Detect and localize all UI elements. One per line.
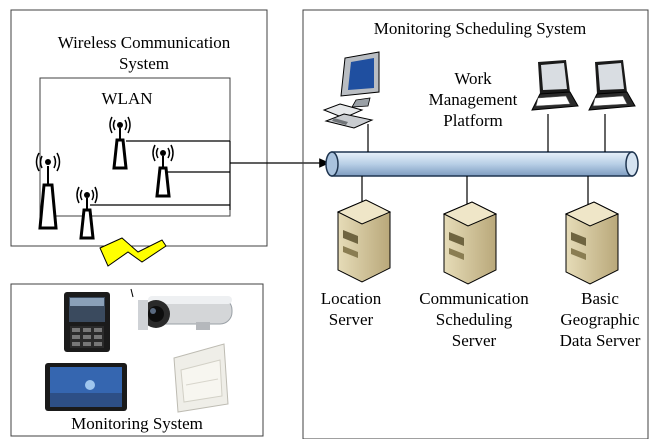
wireless-lightning-icon — [99, 237, 167, 267]
server-icon — [564, 201, 620, 285]
wireless-title-line2: System — [118, 54, 170, 73]
server-label-line: Server — [451, 331, 497, 350]
wireless-title-line1: Wireless Communication — [57, 33, 231, 52]
communication-scheduling-server-label: Communication Scheduling Server — [419, 288, 529, 351]
scheduling-system-title: Monitoring Scheduling System — [373, 19, 587, 38]
monitoring-system-title: Monitoring System — [71, 414, 203, 433]
laptop-icon — [588, 60, 636, 111]
server-label-line: Data Server — [559, 331, 641, 350]
camera-icon — [138, 296, 233, 330]
work-management-platform-label: Work Management Platform — [428, 68, 518, 131]
platform-line1: Work — [454, 69, 492, 88]
server-label-line: Scheduling — [435, 310, 513, 329]
desktop-computer-icon — [322, 51, 380, 129]
antenna-icon — [76, 186, 98, 240]
server-label-line: Server — [328, 310, 374, 329]
antenna-icon — [109, 116, 131, 170]
scheduling-system-box — [302, 9, 649, 439]
wireless-system-title: Wireless Communication System — [58, 32, 231, 74]
server-icon — [336, 199, 392, 283]
server-label-line: Communication — [419, 289, 529, 308]
wireless-system-box — [10, 9, 268, 247]
location-server-label: Location Server — [321, 288, 381, 330]
platform-line2: Management — [428, 90, 518, 109]
geographic-data-server-label: Basic Geographic Data Server — [560, 288, 641, 351]
platform-line3: Platform — [443, 111, 503, 130]
monitoring-tick — [130, 288, 134, 298]
antenna-icon — [35, 152, 61, 230]
bus-connectors — [361, 114, 606, 208]
wlan-label: WLAN — [101, 89, 153, 108]
network-bus — [325, 151, 639, 177]
server-label-line: Location — [320, 289, 382, 308]
detector-icon — [173, 343, 229, 413]
tablet-icon — [45, 363, 127, 411]
laptop-icon — [531, 60, 579, 111]
wlan-links — [90, 140, 231, 210]
server-label-line: Geographic — [560, 310, 640, 329]
mobile-phone-icon — [64, 292, 110, 352]
antenna-icon — [152, 144, 174, 198]
server-icon — [442, 201, 498, 285]
server-label-line: Basic — [581, 289, 619, 308]
monitoring-system-box — [10, 283, 264, 437]
